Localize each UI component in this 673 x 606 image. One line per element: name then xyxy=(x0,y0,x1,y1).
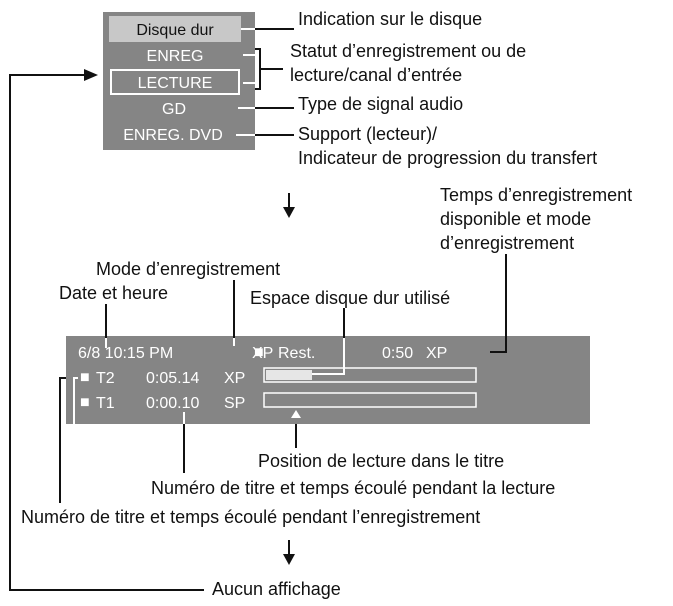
row2-marker: ■ xyxy=(80,394,90,411)
loop-back-arrow-icon xyxy=(84,69,98,81)
row1-time: 0:05.14 xyxy=(146,370,199,387)
row1-title: T2 xyxy=(96,370,115,387)
menu-item-gd: GD xyxy=(162,101,186,118)
menu-selected-frame xyxy=(110,69,240,95)
row1-marker: ■ xyxy=(80,369,90,386)
row2-title: T1 xyxy=(96,395,115,412)
label-rec-mode: Mode d’enregistrement xyxy=(96,259,280,279)
status-rest-mode: XP xyxy=(426,345,447,362)
row2-mode: SP xyxy=(224,395,245,412)
label-title-play: Numéro de titre et temps écoulé pendant … xyxy=(151,478,555,498)
label-hdd-space: Espace disque dur utilisé xyxy=(250,288,450,308)
leader-time-avail xyxy=(490,254,507,353)
down-arrow-2-icon xyxy=(283,554,295,565)
label-support-line1: Support (lecteur)/ xyxy=(298,124,437,144)
label-support-line2: Indicateur de progression du transfert xyxy=(298,148,597,168)
menu-item-enreg-dvd: ENREG. DVD xyxy=(123,127,223,144)
menu-highlight xyxy=(109,16,241,42)
play-position-marker-icon xyxy=(291,410,301,418)
leader-title-rec xyxy=(59,377,66,503)
status-rec-mode: XP xyxy=(252,345,273,362)
play-position-bar xyxy=(263,392,477,408)
leader-hdd-inner xyxy=(312,338,345,375)
hdd-space-fill xyxy=(266,370,312,380)
label-date-time: Date et heure xyxy=(59,283,168,303)
hdd-space-bar xyxy=(263,367,477,383)
label-disc-indication: Indication sur le disque xyxy=(298,9,482,29)
down-arrow-1-icon xyxy=(283,207,295,218)
label-status-line2: lecture/canal d’entrée xyxy=(290,65,462,85)
status-rest-marker: ■ xyxy=(254,344,264,361)
label-play-position: Position de lecture dans le titre xyxy=(258,451,504,471)
row2-time: 0:00.10 xyxy=(146,395,199,412)
status-bracket xyxy=(255,48,261,90)
menu-item-lecture: LECTURE xyxy=(138,75,213,92)
status-panel xyxy=(66,336,590,424)
label-status-line1: Statut d’enregistrement ou de xyxy=(290,41,526,61)
label-no-display: Aucun affichage xyxy=(212,579,341,599)
menu-item-enreg: ENREG xyxy=(147,48,204,65)
label-audio-type: Type de signal audio xyxy=(298,94,463,114)
status-rest-time: 0:50 xyxy=(382,345,413,362)
status-datetime: 6/8 10:15 PM xyxy=(78,345,173,362)
label-time-avail-line3: d’enregistrement xyxy=(440,233,574,253)
loop-back-line xyxy=(9,74,204,591)
label-time-avail-line2: disponible et mode xyxy=(440,209,591,229)
menu-item-disque-dur: Disque dur xyxy=(136,22,214,39)
row1-mode: XP xyxy=(224,370,245,387)
label-title-rec: Numéro de titre et temps écoulé pendant … xyxy=(21,507,480,527)
status-rest-label: Rest. xyxy=(278,345,315,362)
label-time-avail-line1: Temps d’enregistrement xyxy=(440,185,632,205)
leader-title-rec-inner xyxy=(73,377,78,424)
